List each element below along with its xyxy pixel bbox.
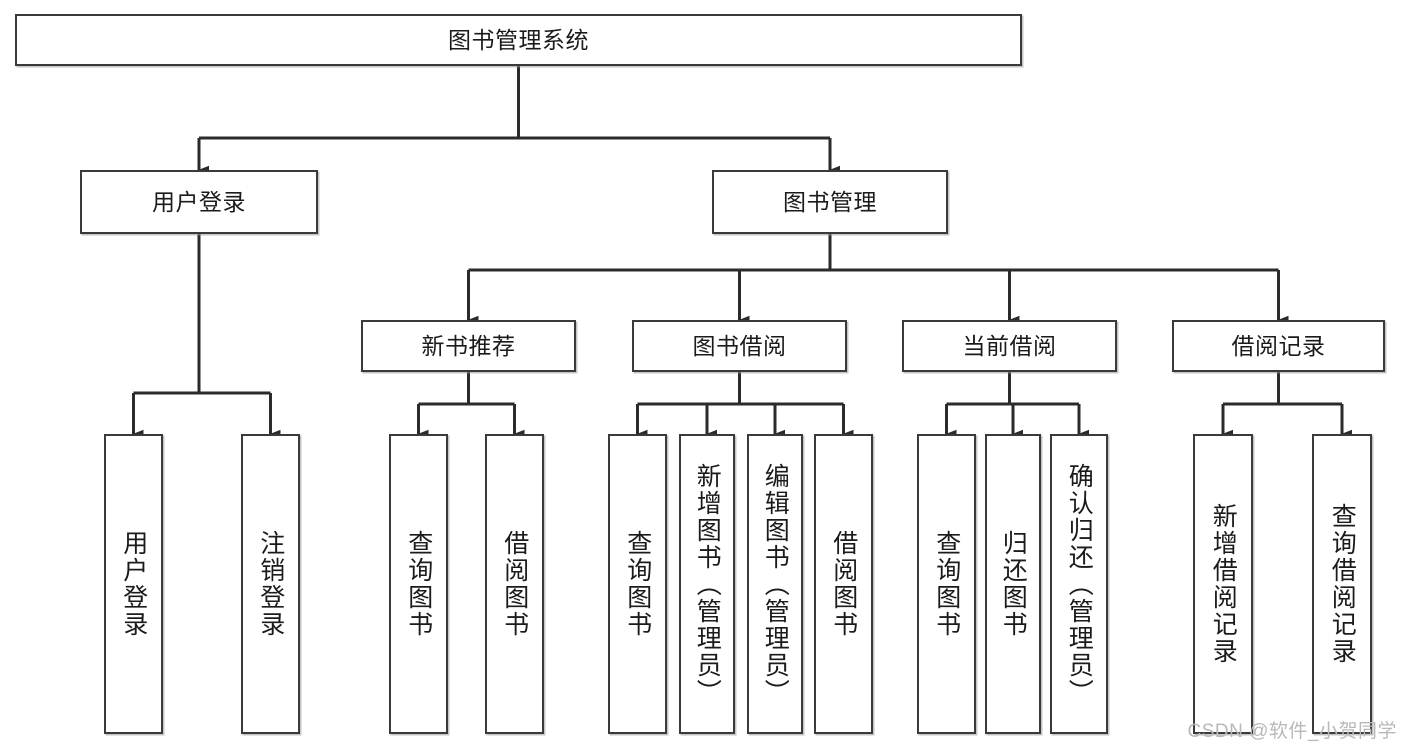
node-leaf-confirm-return[interactable]: 确认归还（管理员） <box>1050 434 1108 734</box>
node-leaf-query-book-1[interactable]: 查询图书 <box>389 434 448 734</box>
node-label: 图书借阅 <box>692 332 787 359</box>
node-leaf-query-book-2[interactable]: 查询图书 <box>608 434 667 734</box>
node-label: 新增图书（管理员） <box>693 462 722 706</box>
node-leaf-edit-book[interactable]: 编辑图书（管理员） <box>747 434 803 734</box>
node-borrow-record[interactable]: 借阅记录 <box>1172 320 1385 372</box>
node-book-borrow[interactable]: 图书借阅 <box>632 320 847 372</box>
node-label: 注销登录 <box>256 530 285 638</box>
node-label: 图书管理系统 <box>448 26 589 53</box>
node-label: 新书推荐 <box>421 332 516 359</box>
node-label: 查询借阅记录 <box>1328 503 1357 665</box>
node-label: 借阅图书 <box>829 530 858 638</box>
csdn-watermark: CSDN @软件_小贺同学 <box>1187 721 1397 742</box>
node-label: 用户登录 <box>119 530 148 638</box>
node-leaf-logout[interactable]: 注销登录 <box>241 434 300 734</box>
node-label: 用户登录 <box>152 188 246 215</box>
node-root[interactable]: 图书管理系统 <box>15 14 1022 66</box>
node-label: 确认归还（管理员） <box>1065 462 1094 706</box>
node-label: 查询图书 <box>623 530 652 638</box>
node-book-manage[interactable]: 图书管理 <box>712 170 948 234</box>
node-label: 当前借阅 <box>962 332 1057 359</box>
node-label: 查询图书 <box>932 530 961 638</box>
node-leaf-borrow-book-1[interactable]: 借阅图书 <box>485 434 544 734</box>
node-leaf-query-record[interactable]: 查询借阅记录 <box>1312 434 1372 734</box>
node-leaf-add-record[interactable]: 新增借阅记录 <box>1193 434 1253 734</box>
node-label: 编辑图书（管理员） <box>761 462 790 706</box>
node-label: 图书管理 <box>783 188 877 215</box>
node-label: 查询图书 <box>404 530 433 638</box>
node-label: 借阅图书 <box>500 530 529 638</box>
node-label: 借阅记录 <box>1231 332 1326 359</box>
node-leaf-borrow-book-2[interactable]: 借阅图书 <box>814 434 873 734</box>
node-leaf-add-book[interactable]: 新增图书（管理员） <box>679 434 735 734</box>
node-label: 新增借阅记录 <box>1209 503 1238 665</box>
node-leaf-query-book-3[interactable]: 查询图书 <box>917 434 976 734</box>
node-current-borrow[interactable]: 当前借阅 <box>902 320 1117 372</box>
node-leaf-return-book[interactable]: 归还图书 <box>985 434 1041 734</box>
node-new-book-rec[interactable]: 新书推荐 <box>361 320 576 372</box>
node-label: 归还图书 <box>999 530 1028 638</box>
node-leaf-user-login[interactable]: 用户登录 <box>104 434 163 734</box>
node-user-login[interactable]: 用户登录 <box>80 170 318 234</box>
